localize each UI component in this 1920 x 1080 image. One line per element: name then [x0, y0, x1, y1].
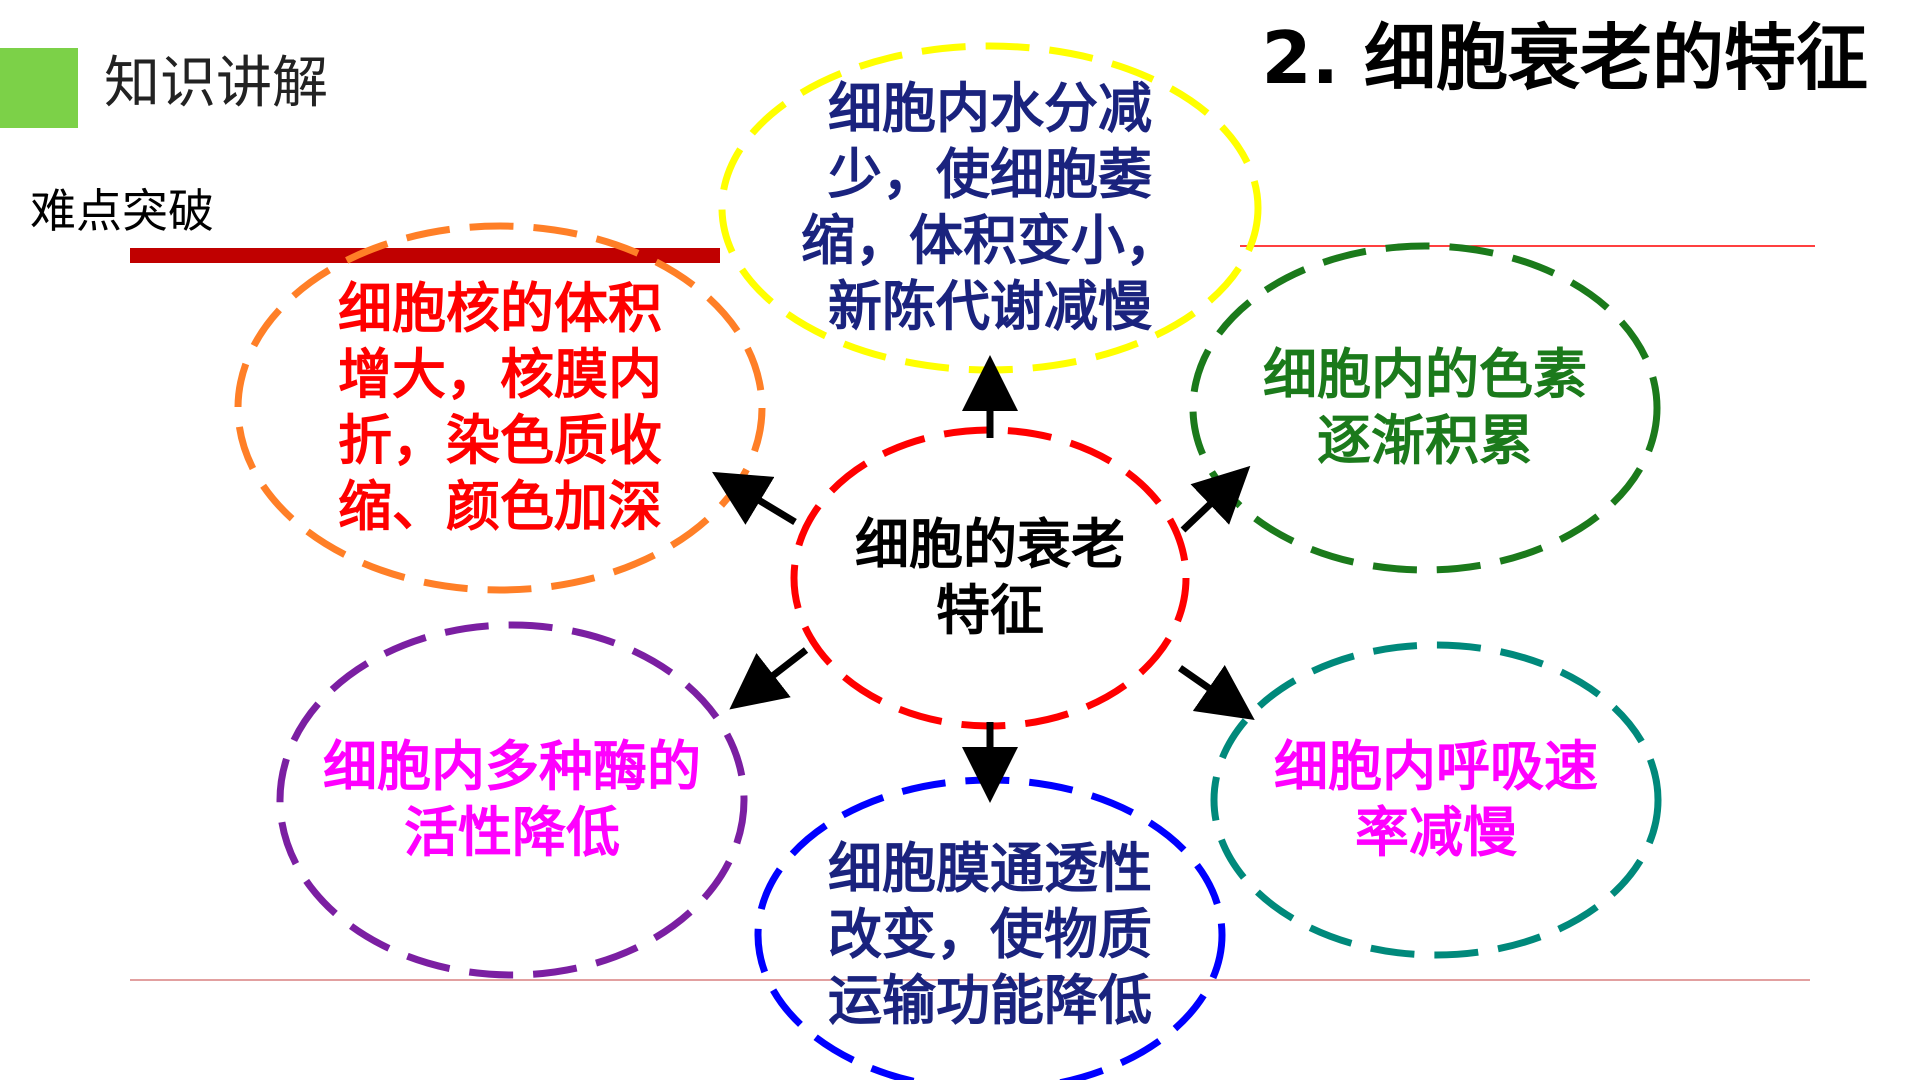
node-enzyme-line: 细胞内多种酶的: [323, 735, 701, 799]
node-water-line: 少，使细胞萎: [828, 143, 1152, 207]
section-title: 知识讲解: [104, 51, 328, 116]
node-water-line: 缩，体积变小，: [801, 208, 1179, 272]
node-pigment-line: 逐渐积累: [1317, 408, 1533, 472]
node-nucleus-line: 缩、颜色加深: [338, 474, 662, 538]
node-water-line: 细胞内水分减: [828, 77, 1152, 141]
subtitle: 难点突破: [30, 184, 214, 238]
node-enzyme-ellipse: [276, 621, 748, 979]
slide-title: 2. 细胞衰老的特征: [1261, 16, 1868, 100]
node-water-line: 新陈代谢减慢: [828, 274, 1152, 338]
arrow-respiration: [1178, 665, 1255, 720]
arrow-enzyme: [729, 647, 809, 710]
node-membrane-line: 细胞膜通透性: [828, 837, 1152, 901]
node-nucleus-line: 增大，核膜内: [338, 343, 662, 407]
node-pigment-label: 细胞内的色素逐渐积累: [1085, 342, 1765, 474]
node-nucleus-ellipse: [234, 222, 766, 594]
node-nucleus-line: 细胞核的体积: [338, 277, 662, 341]
node-water-label: 细胞内水分减少，使细胞萎缩，体积变小，新陈代谢减慢: [650, 76, 1330, 340]
node-nucleus-line: 折，染色质收: [338, 408, 662, 472]
node-respiration-line: 细胞内呼吸速: [1274, 735, 1598, 799]
node-pigment-line: 细胞内的色素: [1263, 343, 1587, 407]
node-enzyme-label: 细胞内多种酶的活性降低: [172, 734, 852, 866]
node-membrane-line: 运输功能降低: [828, 968, 1152, 1032]
center-node-label: 细胞的衰老特征: [650, 512, 1330, 644]
header-divider-bar: [130, 248, 720, 263]
node-respiration-ellipse: [1210, 641, 1662, 959]
node-pigment-ellipse: [1189, 242, 1661, 574]
arrow-nucleus: [712, 471, 797, 525]
node-membrane-line: 改变，使物质: [828, 903, 1152, 967]
node-membrane-label: 细胞膜通透性改变，使物质运输功能降低: [650, 836, 1330, 1034]
node-respiration-label: 细胞内呼吸速率减慢: [1096, 734, 1776, 866]
node-enzyme-line: 活性降低: [404, 800, 620, 864]
accent-block: [0, 48, 78, 128]
node-respiration-line: 率减慢: [1355, 800, 1517, 864]
center-node-line: 细胞的衰老: [855, 513, 1125, 577]
center-node-line: 特征: [936, 578, 1044, 642]
node-nucleus-label: 细胞核的体积增大，核膜内折，染色质收缩、颜色加深: [160, 276, 840, 540]
arrow-pigment: [1180, 465, 1251, 533]
